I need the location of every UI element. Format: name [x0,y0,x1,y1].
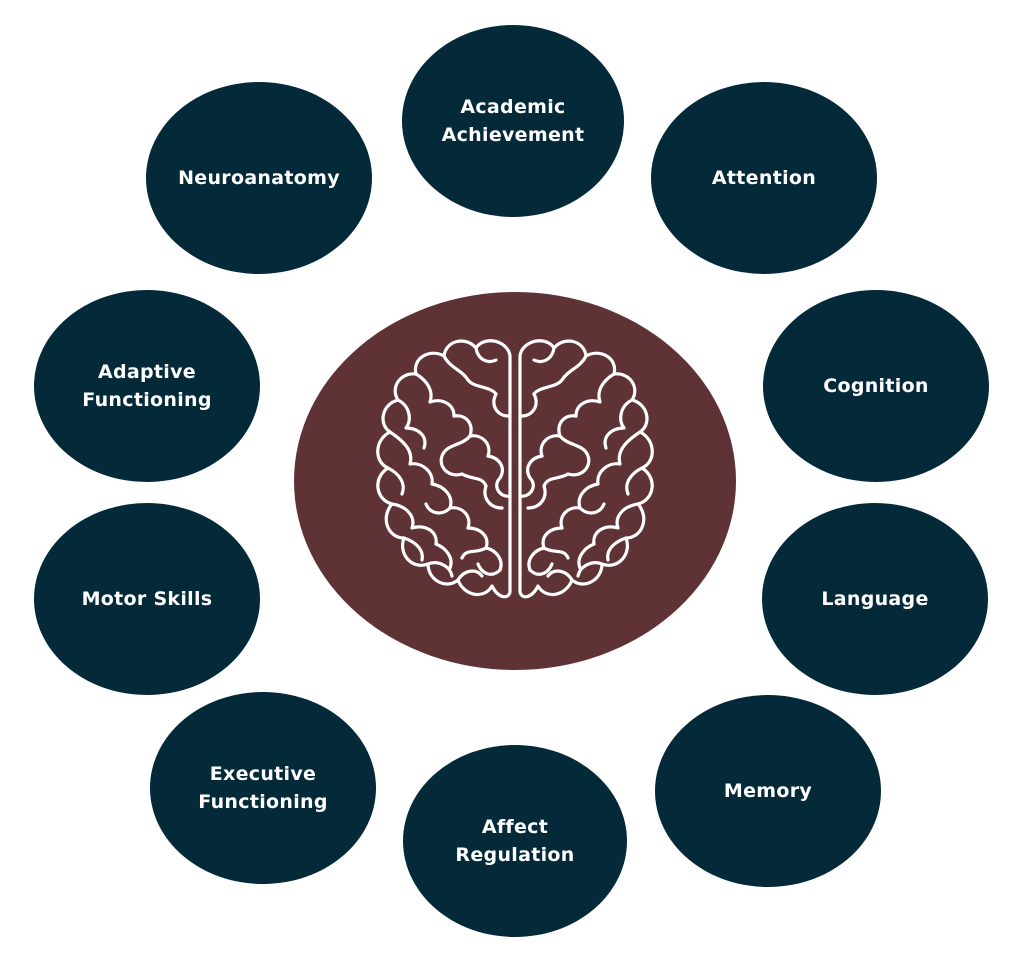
node-label: Motor Skills [81,588,213,610]
node-attention: Attention [651,82,877,274]
node-label: Adaptive Functioning [82,361,212,411]
node-adaptive-functioning: Adaptive Functioning [34,290,260,482]
node-label: Affect Regulation [455,816,575,866]
node-memory: Memory [655,695,881,887]
node-label: Executive Functioning [198,763,328,813]
brain-icon [376,339,654,599]
node-academic-achievement: Academic Achievement [402,25,624,217]
node-label: Cognition [823,375,929,397]
node-label: Language [821,588,929,610]
node-label: Attention [711,167,817,189]
node-language: Language [762,503,988,695]
node-label: Memory [723,780,813,802]
node-motor-skills: Motor Skills [34,503,260,695]
node-label: Academic Achievement [441,96,585,146]
node-affect-regulation: Affect Regulation [403,745,627,937]
node-neuroanatomy: Neuroanatomy [146,82,372,274]
node-cognition: Cognition [763,290,989,482]
node-executive-functioning: Executive Functioning [150,692,376,884]
center-hub [294,292,736,670]
node-label: Neuroanatomy [178,167,340,189]
